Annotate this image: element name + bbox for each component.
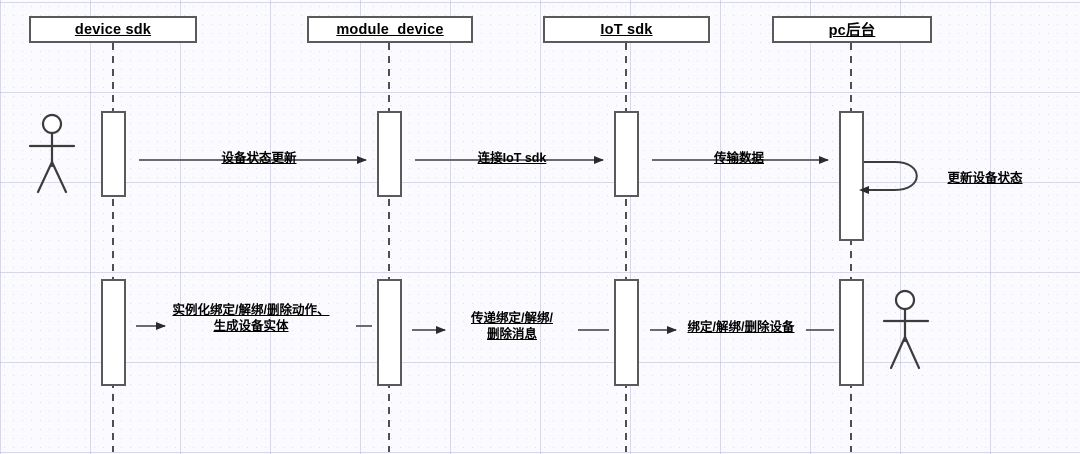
lifeline-dashes (112, 43, 852, 452)
lifeline-header-pc-backend[interactable]: pc后台 (772, 16, 932, 43)
message-label-instantiate-bind-unbind-delete: 实例化绑定/解绑/删除动作、 生成设备实体 (148, 302, 354, 334)
activation-pc-backend-bottom (839, 279, 864, 386)
message-label-bind-unbind-delete-device: 绑定/解绑/删除设备 (661, 319, 821, 335)
message-line-1: 传输数据 (713, 151, 764, 165)
message-label-connect-iot-sdk: 连接IoT sdk (460, 150, 564, 166)
message-line-2: 删除消息 (486, 327, 537, 341)
message-line-2: 生成设备实体 (213, 319, 289, 333)
actor-left-icon (28, 113, 76, 194)
arrow-self-update-device-status (859, 161, 918, 194)
message-line-1: 设备状态更新 (221, 151, 297, 165)
lifeline-label-iot-sdk: IoT sdk (600, 21, 653, 38)
lifeline-header-iot-sdk[interactable]: IoT sdk (543, 16, 710, 43)
lifeline-label-pc-backend: pc后台 (828, 23, 876, 39)
activation-module-device-top (377, 111, 402, 197)
activation-module-device-bottom (377, 279, 402, 386)
lifeline-label-module-device: module_device (336, 21, 444, 38)
actor-right-icon (882, 289, 930, 370)
lifeline-label-device-sdk: device sdk (74, 21, 152, 38)
activation-device-sdk-top (101, 111, 126, 197)
message-arrows-bottom (136, 322, 834, 334)
message-line-1: 连接IoT sdk (477, 151, 547, 165)
message-line-1: 实例化绑定/解绑/删除动作、 (172, 303, 330, 317)
message-line-1: 传递绑定/解绑/ (471, 311, 553, 325)
message-label-pass-bind-unbind-delete: 传递绑定/解绑/ 删除消息 (450, 310, 574, 342)
activation-bars (101, 111, 864, 386)
message-line-1: 更新设备状态 (947, 171, 1023, 185)
activation-device-sdk-bottom (101, 279, 126, 386)
lifeline-header-module-device[interactable]: module_device (307, 16, 473, 43)
message-line-1: 绑定/解绑/删除设备 (687, 320, 795, 334)
message-label-device-status-update: 设备状态更新 (209, 150, 309, 166)
message-label-transfer-data: 传输数据 (703, 150, 775, 166)
activation-pc-backend-top (839, 111, 864, 241)
activation-iot-sdk-top (614, 111, 639, 197)
message-label-update-device-status: 更新设备状态 (931, 170, 1039, 186)
activation-iot-sdk-bottom (614, 279, 639, 386)
lifeline-header-device-sdk[interactable]: device sdk (29, 16, 197, 43)
